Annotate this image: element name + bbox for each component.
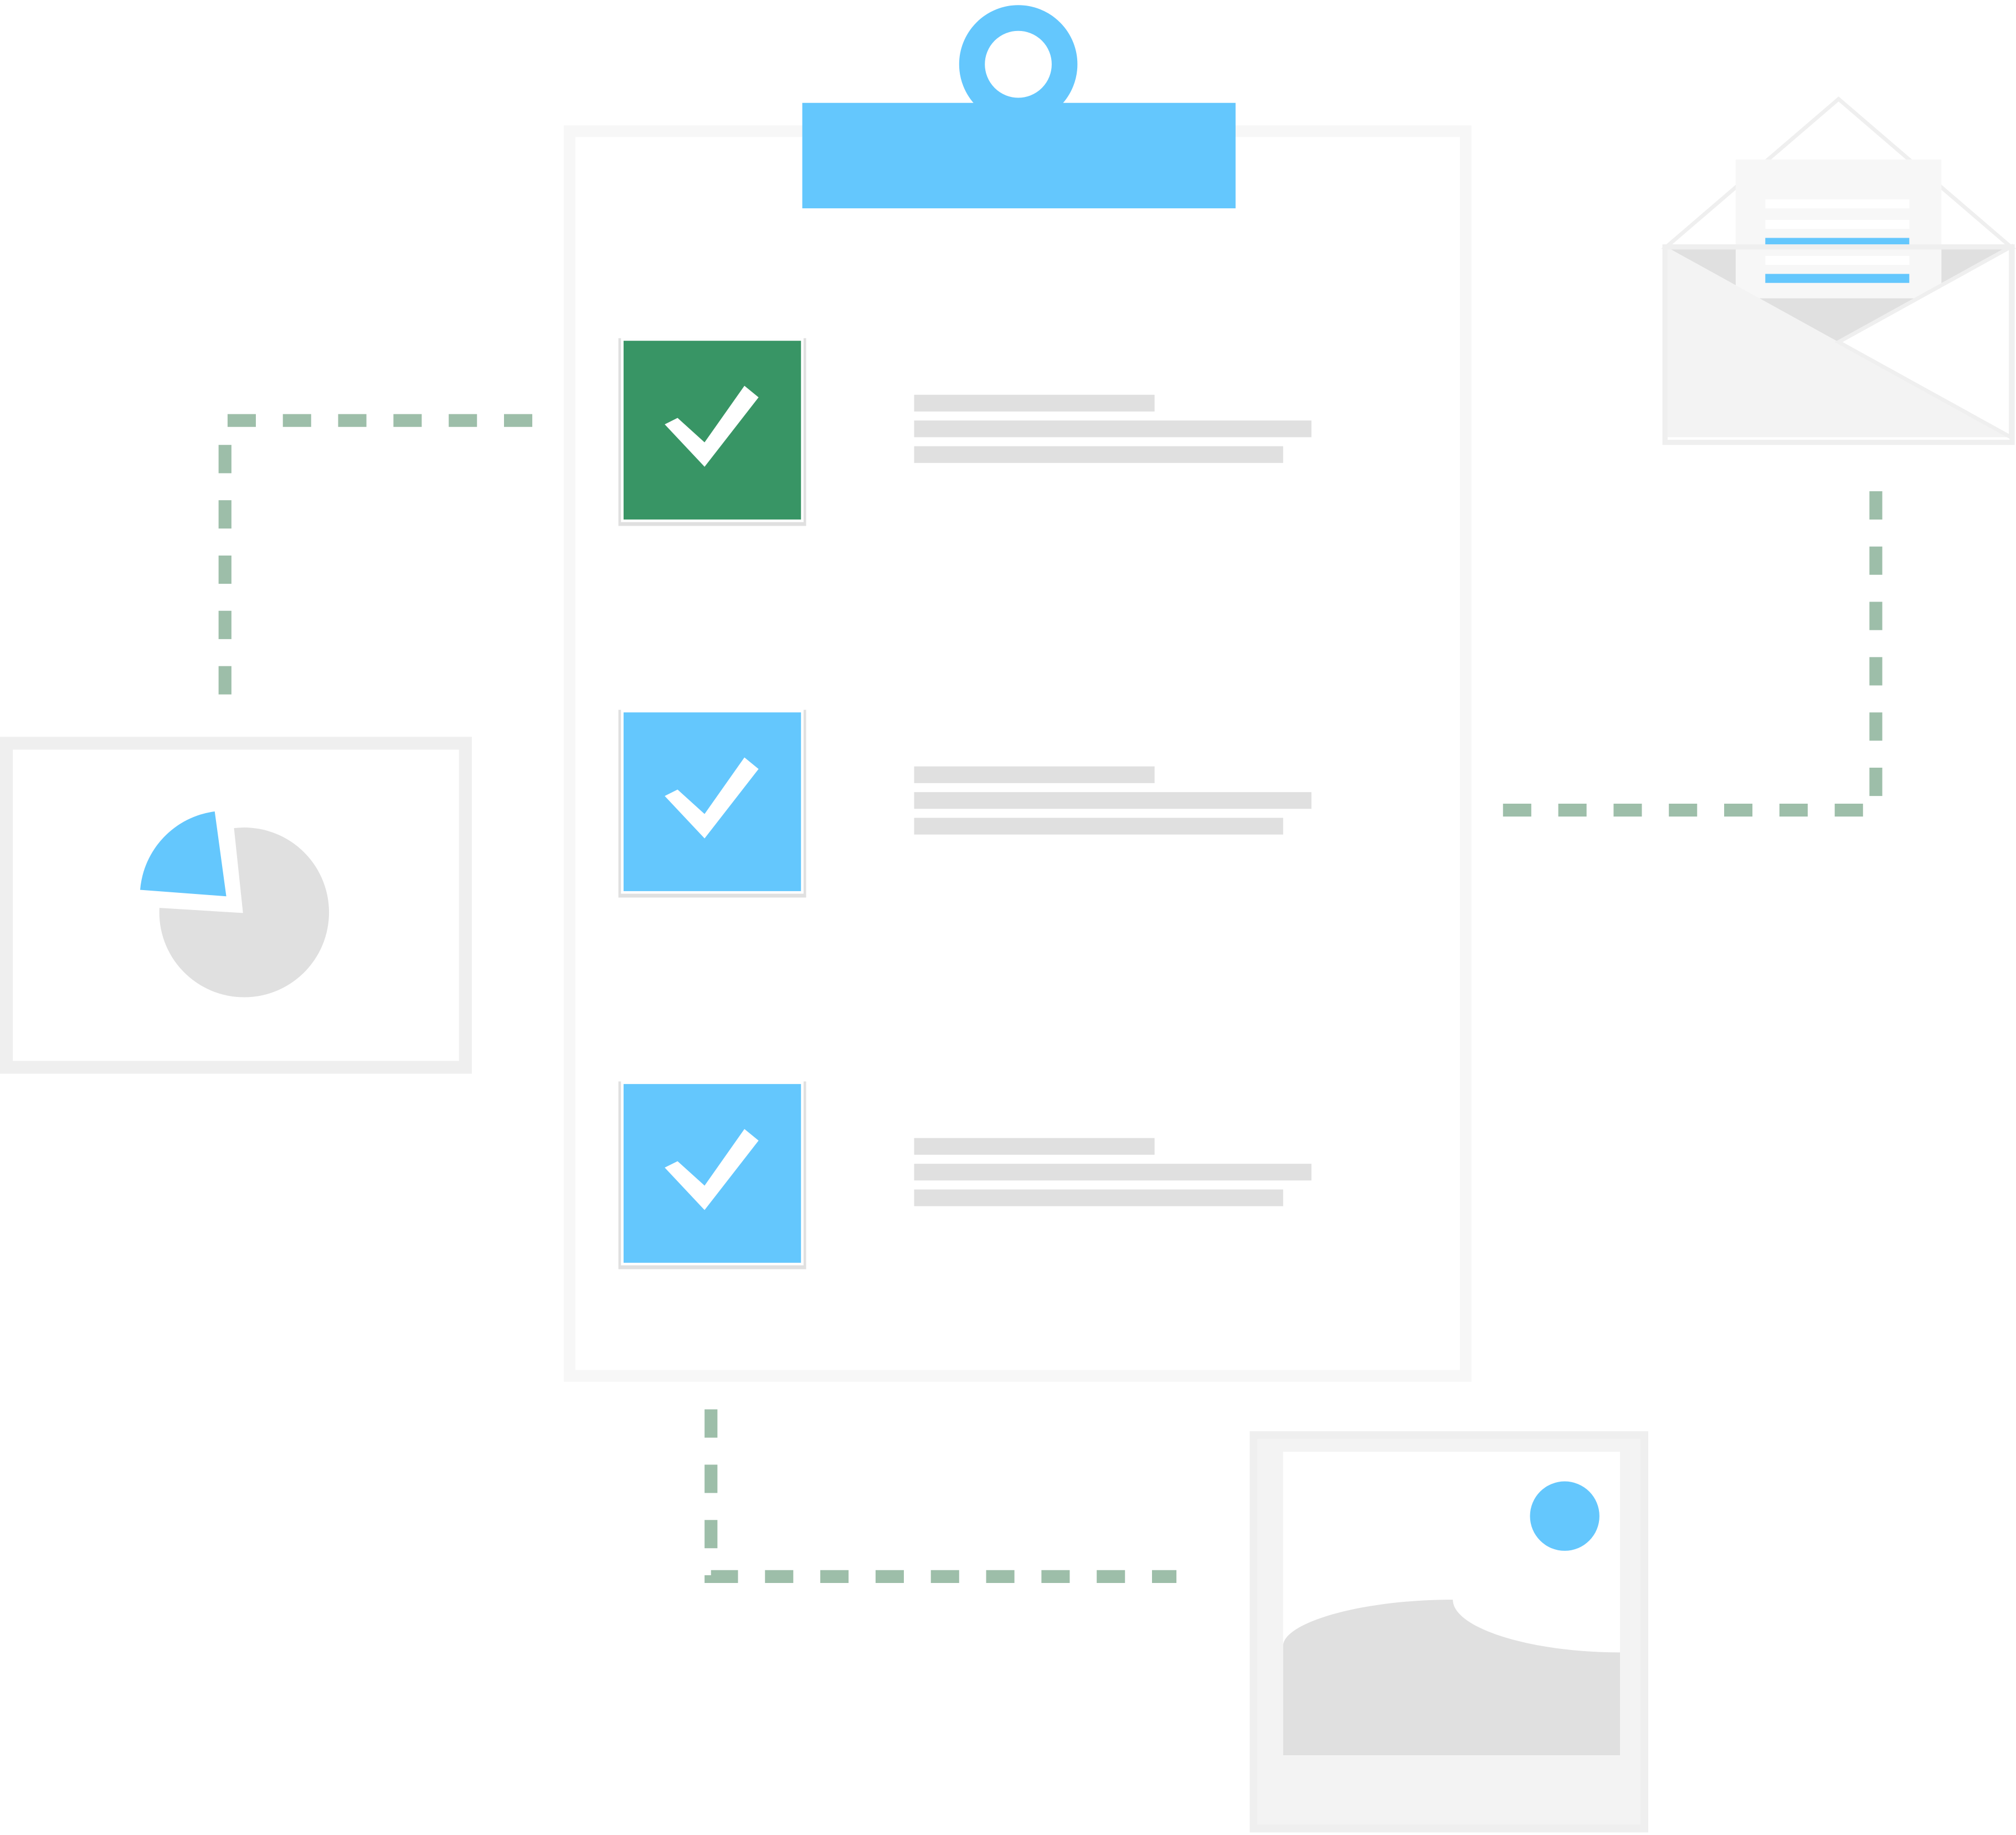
checklist-item[interactable]	[618, 710, 1312, 898]
check-icon	[665, 385, 759, 467]
connector-clipboard-to-envelope	[1503, 489, 1883, 817]
checklist-item[interactable]	[618, 1081, 1312, 1269]
image-sun	[1530, 1481, 1600, 1551]
connector-clipboard-to-image	[704, 1409, 1177, 1583]
pie-slice-highlight	[140, 811, 227, 897]
text-placeholder-line	[914, 818, 1283, 835]
chart-card-frame	[0, 737, 472, 1074]
text-placeholder-line	[914, 1164, 1312, 1181]
text-placeholder-line	[914, 1189, 1283, 1206]
envelope-icon	[1661, 96, 2016, 445]
letter-line-2	[1765, 220, 1910, 229]
checkbox[interactable]	[621, 1081, 804, 1266]
checklist	[618, 338, 1312, 1269]
letter-line-1	[1765, 199, 1910, 209]
pie-chart-card	[0, 737, 472, 1074]
letter-line-5	[1765, 274, 1910, 283]
checkbox[interactable]	[621, 338, 804, 522]
text-placeholder-line	[914, 394, 1155, 412]
image-hill	[1283, 1600, 1620, 1756]
letter-line-4	[1765, 256, 1910, 265]
text-placeholder-line	[914, 420, 1312, 438]
text-placeholder-line	[914, 792, 1312, 809]
image-icon	[1249, 1431, 1649, 1833]
connector-chart-to-clipboard	[218, 414, 535, 695]
clipboard-clip	[802, 102, 1236, 209]
text-placeholder-line	[914, 446, 1283, 463]
checklist-item[interactable]	[618, 338, 1312, 526]
connectors	[218, 414, 1883, 1583]
clipboard-ring	[959, 5, 1078, 124]
text-placeholder-line	[914, 1138, 1155, 1155]
pie-slice-main	[159, 827, 330, 998]
envelope-outline	[1662, 244, 2015, 445]
check-icon	[665, 1129, 759, 1210]
checkbox[interactable]	[621, 710, 804, 894]
check-icon	[665, 757, 759, 839]
text-placeholder-line	[914, 766, 1155, 783]
